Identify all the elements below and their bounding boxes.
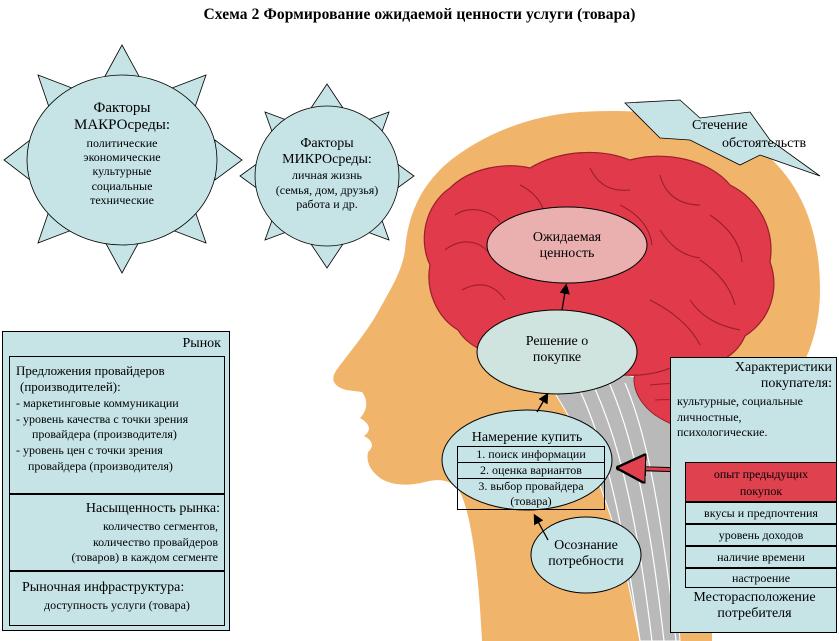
macro-item: социальные [91, 178, 153, 193]
intention-step: 1. поиск информации [458, 447, 604, 463]
expected-value-line-1: Ожидаемая [532, 230, 602, 245]
buyer-item: вкусы и предпочтения [685, 502, 837, 524]
buyer-box: Характеристики покупателя: культурные, с… [670, 357, 837, 633]
circumstance-line-1: Стечение [692, 118, 748, 133]
offers-item: - уровень качества с точки зрения [16, 411, 189, 426]
intention-steps-box: 1. поиск информации 2. оценка вариантов … [457, 446, 605, 510]
market-offers-box: Предложения провайдеров (производителей)… [9, 356, 225, 494]
page-title: Схема 2 Формирование ожидаемой ценности … [203, 6, 636, 23]
expected-value-ellipse [486, 206, 648, 284]
arrow-intention-to-decision [536, 392, 549, 413]
micro-factors-text: Факторы МИКРОсреды: личная жизнь (семья,… [252, 136, 402, 211]
buyer-desc: психологические. [677, 425, 768, 440]
micro-sun [239, 83, 415, 269]
micro-item: работа и др. [296, 196, 358, 211]
intention-ellipse [441, 409, 613, 511]
macro-item: экономические [83, 149, 161, 164]
decision-ellipse [476, 309, 638, 395]
macro-heading-1: Факторы [93, 100, 151, 116]
awareness-line-2: потребности [548, 554, 624, 570]
market-box: Рынок Предложения провайдеров (производи… [2, 331, 230, 631]
decision-line-1: Решение о [525, 334, 589, 349]
market-infrastructure-box: Рыночная инфраструктура: доступность усл… [9, 571, 225, 626]
location-line-2: потребителя [717, 606, 792, 622]
macro-heading-2: МАКРОсреды: [73, 117, 171, 134]
micro-heading-2: МИКРОсреды: [282, 152, 372, 168]
offers-item: - маркетинговые коммуникации [16, 396, 179, 411]
saturation-item: количество провайдеров [92, 534, 218, 549]
buyer-item: уровень доходов [685, 524, 837, 546]
buyer-location: Месторасположение потребителя [671, 590, 838, 622]
micro-item: (семья, дом, друзья) [275, 182, 379, 197]
arrow-awareness-to-intention [533, 513, 549, 541]
experience-line-1: опыт предыдущих [713, 467, 809, 481]
buyer-item: настроение [685, 568, 837, 588]
saturation-heading: Насыщенность рынка: [85, 501, 220, 516]
expected-value-label: Ожидаемая ценность [497, 230, 637, 262]
intention-heading: Намерение купить [471, 430, 583, 445]
lightning-shape [624, 99, 821, 177]
circumstance-line-2: обстоятельств [722, 136, 807, 151]
macro-sun [3, 44, 243, 274]
infrastructure-heading: Рыночная инфраструктура: [22, 580, 185, 595]
macro-factors-text: Факторы МАКРОсреды: политические экономи… [40, 100, 204, 207]
awareness-ellipse [530, 516, 642, 594]
arrow-decision-to-value [559, 283, 570, 311]
saturation-item: количество сегментов, [103, 519, 218, 533]
offers-item: - уровень цен с точки зрения [16, 442, 163, 457]
intention-step: 2. оценка вариантов [458, 463, 604, 479]
brain-folds [444, 167, 743, 366]
offers-heading-2: (производителей): [20, 378, 121, 394]
intention-step: (товара) [510, 494, 552, 508]
buyer-desc: культурные, социальные [677, 394, 803, 409]
buyer-item: наличие времени [685, 546, 837, 568]
offers-item: провайдера (производителя) [32, 427, 177, 442]
macro-item: технические [90, 193, 154, 208]
location-line-1: Месторасположение [693, 590, 816, 605]
decision-label: Решение о покупке [487, 334, 627, 366]
offers-item: провайдера (производителя) [28, 458, 173, 473]
saturation-item: (товаров) в каждом сегменте [71, 550, 218, 565]
buyer-heading-2: покупателя: [760, 376, 832, 392]
experience-line-2: покупок [739, 483, 783, 498]
market-saturation-box: Насыщенность рынка: количество сегментов… [9, 494, 225, 571]
intention-step: 3. выбор провайдера [478, 479, 584, 493]
buyer-desc: личностные, [677, 409, 742, 424]
macro-item: политические [86, 135, 158, 150]
offers-heading: Предложения провайдеров [16, 363, 165, 378]
buyer-heading-1: Характеристики [734, 360, 832, 375]
expected-value-line-2: ценность [539, 246, 595, 262]
awareness-line-1: Осознание [554, 538, 618, 553]
awareness-label: Осознание потребности [531, 538, 641, 570]
infrastructure-item: доступность услуги (товара) [44, 598, 190, 612]
market-header: Рынок [182, 336, 222, 351]
buyer-experience-box: опыт предыдущих покупок [685, 462, 837, 502]
decision-line-2: покупке [532, 350, 582, 366]
micro-heading-1: Факторы [300, 136, 354, 151]
macro-item: культурные [92, 164, 152, 179]
micro-item: личная жизнь [291, 168, 363, 183]
